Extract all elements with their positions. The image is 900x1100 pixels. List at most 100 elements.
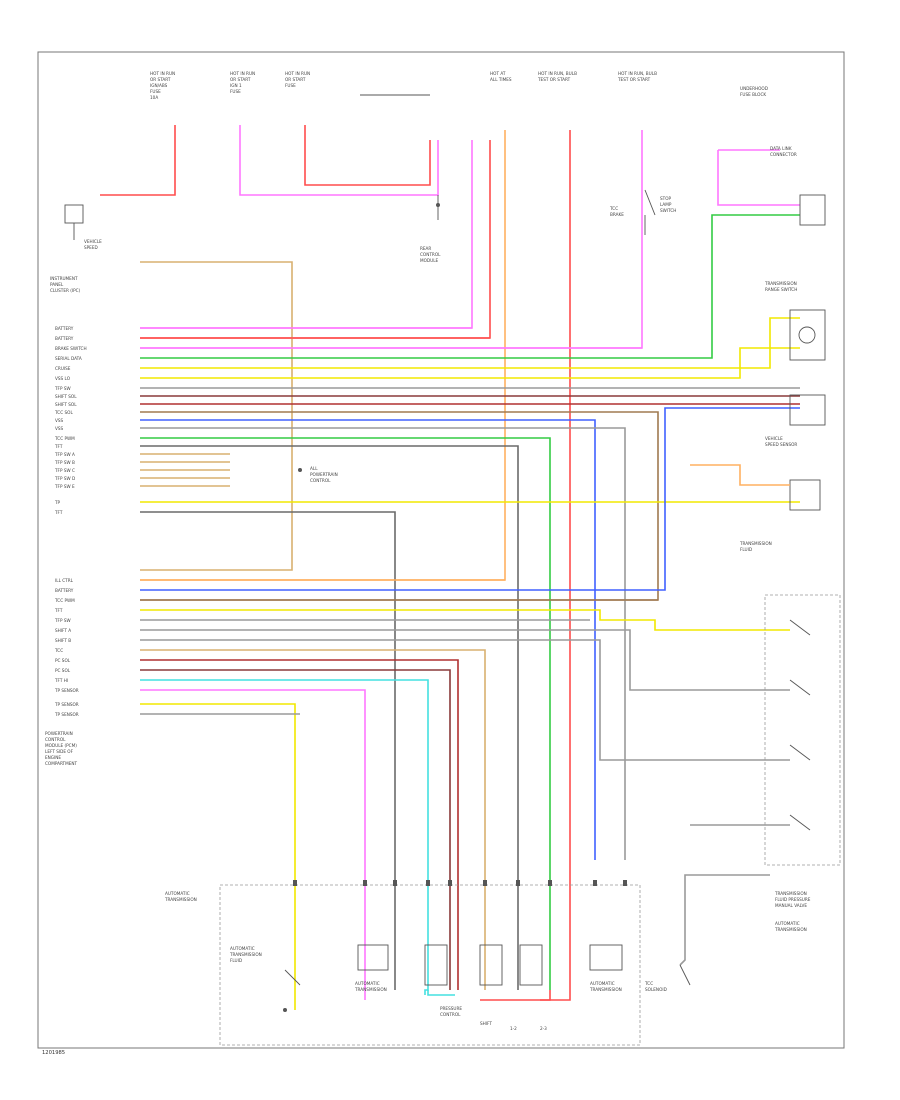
svg-text:TRANSMISSION: TRANSMISSION [764, 281, 797, 286]
wire-pink-right [140, 130, 643, 349]
wire-red-long [540, 130, 571, 1001]
svg-text:SERIAL DATA: SERIAL DATA [55, 356, 82, 361]
svg-text:TRANSMISSION: TRANSMISSION [164, 897, 197, 902]
wire-red-2 [304, 125, 431, 186]
svg-text:TP SENSOR: TP SENSOR [54, 712, 79, 717]
svg-text:IGN/ABS: IGN/ABS [150, 83, 168, 88]
svg-text:AUTOMATIC: AUTOMATIC [230, 946, 255, 951]
svg-text:POWERTRAIN: POWERTRAIN [45, 731, 73, 736]
svg-text:SHIFT SOL: SHIFT SOL [55, 394, 77, 399]
wire-pink-top [140, 140, 473, 329]
svg-text:PANEL: PANEL [50, 282, 64, 287]
top-vertical-wires [100, 125, 643, 1001]
svg-text:PC SOL: PC SOL [55, 658, 71, 663]
svg-text:SOLENOID: SOLENOID [645, 987, 667, 992]
svg-text:TFP SW A: TFP SW A [54, 452, 75, 457]
svg-text:SHIFT: SHIFT [480, 1021, 492, 1026]
svg-text:CONTROL: CONTROL [440, 1012, 461, 1017]
svg-text:TCC PWM: TCC PWM [54, 436, 75, 441]
svg-text:SWITCH: SWITCH [660, 208, 676, 213]
svg-text:LAMP: LAMP [660, 202, 672, 207]
svg-text:SHIFT B: SHIFT B [55, 638, 71, 643]
svg-text:TCC: TCC [644, 981, 653, 986]
connector-pins [293, 880, 627, 886]
svg-text:VEHICLE: VEHICLE [765, 436, 783, 441]
svg-text:OR START: OR START [230, 77, 251, 82]
svg-text:TCC PWM: TCC PWM [54, 598, 75, 603]
svg-text:HOT AT: HOT AT [490, 71, 506, 76]
svg-text:SPEED: SPEED [84, 245, 98, 250]
svg-text:MODULE (PCM): MODULE (PCM) [45, 743, 77, 748]
svg-text:FUSE: FUSE [285, 83, 296, 88]
svg-text:HOT IN RUN: HOT IN RUN [285, 71, 310, 76]
svg-text:FUSE: FUSE [230, 89, 241, 94]
svg-text:STOP: STOP [660, 196, 672, 201]
svg-text:TP SENSOR: TP SENSOR [54, 688, 79, 693]
svg-text:POWERTRAIN: POWERTRAIN [310, 472, 338, 477]
svg-text:AUTOMATIC: AUTOMATIC [775, 921, 800, 926]
svg-text:TFP SW: TFP SW [54, 618, 71, 623]
svg-text:BATTERY: BATTERY [55, 326, 74, 331]
svg-text:TFP SW D: TFP SW D [54, 476, 75, 481]
svg-text:TP: TP [54, 500, 61, 505]
svg-text:INSTRUMENT: INSTRUMENT [50, 276, 78, 281]
svg-text:AUTOMATIC: AUTOMATIC [355, 981, 380, 986]
svg-text:PRESSURE: PRESSURE [440, 1006, 462, 1011]
svg-text:TFP SW B: TFP SW B [54, 460, 75, 465]
pcm-c2-wires [140, 407, 800, 1010]
svg-text:FUSE: FUSE [150, 89, 161, 94]
diagram-frame [37, 51, 845, 1049]
svg-text:CONTROL: CONTROL [45, 737, 66, 742]
svg-text:TFT: TFT [54, 510, 63, 515]
svg-text:ALL: ALL [310, 466, 318, 471]
svg-text:FLUID PRESSURE: FLUID PRESSURE [775, 897, 811, 902]
svg-text:FLUID: FLUID [230, 958, 242, 963]
svg-text:TRANSMISSION: TRANSMISSION [739, 541, 772, 546]
svg-text:TFP SW C: TFP SW C [54, 468, 75, 473]
svg-text:CONNECTOR: CONNECTOR [770, 152, 797, 157]
svg-text:PC SOL: PC SOL [55, 668, 71, 673]
svg-text:BRAKE: BRAKE [610, 212, 624, 217]
svg-text:OR START: OR START [150, 77, 171, 82]
svg-text:VSS: VSS [55, 418, 64, 423]
svg-text:HOT IN RUN, BULB: HOT IN RUN, BULB [538, 71, 577, 76]
pcm-c1-wires [140, 214, 800, 990]
svg-text:TCC: TCC [54, 648, 63, 653]
svg-text:CONTROL: CONTROL [310, 478, 331, 483]
wire-tan-ipc [140, 261, 293, 571]
svg-text:TCC: TCC [609, 206, 618, 211]
svg-text:AUTOMATIC: AUTOMATIC [165, 891, 190, 896]
svg-text:SPEED SENSOR: SPEED SENSOR [765, 442, 797, 447]
svg-text:TRANSMISSION: TRANSMISSION [229, 952, 262, 957]
svg-text:CONTROL: CONTROL [420, 252, 441, 257]
svg-text:UNDERHOOD: UNDERHOOD [740, 86, 768, 91]
svg-text:TFT HI: TFT HI [54, 678, 68, 683]
svg-text:1-2: 1-2 [510, 1026, 517, 1031]
svg-text:MODULE: MODULE [420, 258, 439, 263]
svg-text:TP SENSOR: TP SENSOR [54, 702, 79, 707]
svg-text:TRANSMISSION: TRANSMISSION [774, 891, 807, 896]
svg-text:HOT IN RUN: HOT IN RUN [230, 71, 255, 76]
svg-text:ILL CTRL: ILL CTRL [55, 578, 74, 583]
svg-text:REAR: REAR [420, 246, 431, 251]
svg-text:TRANSMISSION: TRANSMISSION [354, 987, 387, 992]
svg-text:TFP SW E: TFP SW E [54, 484, 75, 489]
svg-text:AUTOMATIC: AUTOMATIC [590, 981, 615, 986]
svg-text:TFP SW: TFP SW [54, 386, 71, 391]
wire-pink-1 [239, 125, 439, 196]
wire-red-left [100, 125, 176, 196]
svg-text:ENGINE: ENGINE [45, 755, 61, 760]
svg-text:OR START: OR START [285, 77, 306, 82]
svg-text:2-3: 2-3 [540, 1026, 547, 1031]
svg-text:DATA LINK: DATA LINK [770, 146, 792, 151]
svg-text:LEFT SIDE OF: LEFT SIDE OF [45, 749, 74, 754]
svg-text:VSS LO: VSS LO [55, 376, 71, 381]
svg-text:TCC SOL: TCC SOL [54, 410, 73, 415]
svg-text:RANGE SWITCH: RANGE SWITCH [765, 287, 797, 292]
